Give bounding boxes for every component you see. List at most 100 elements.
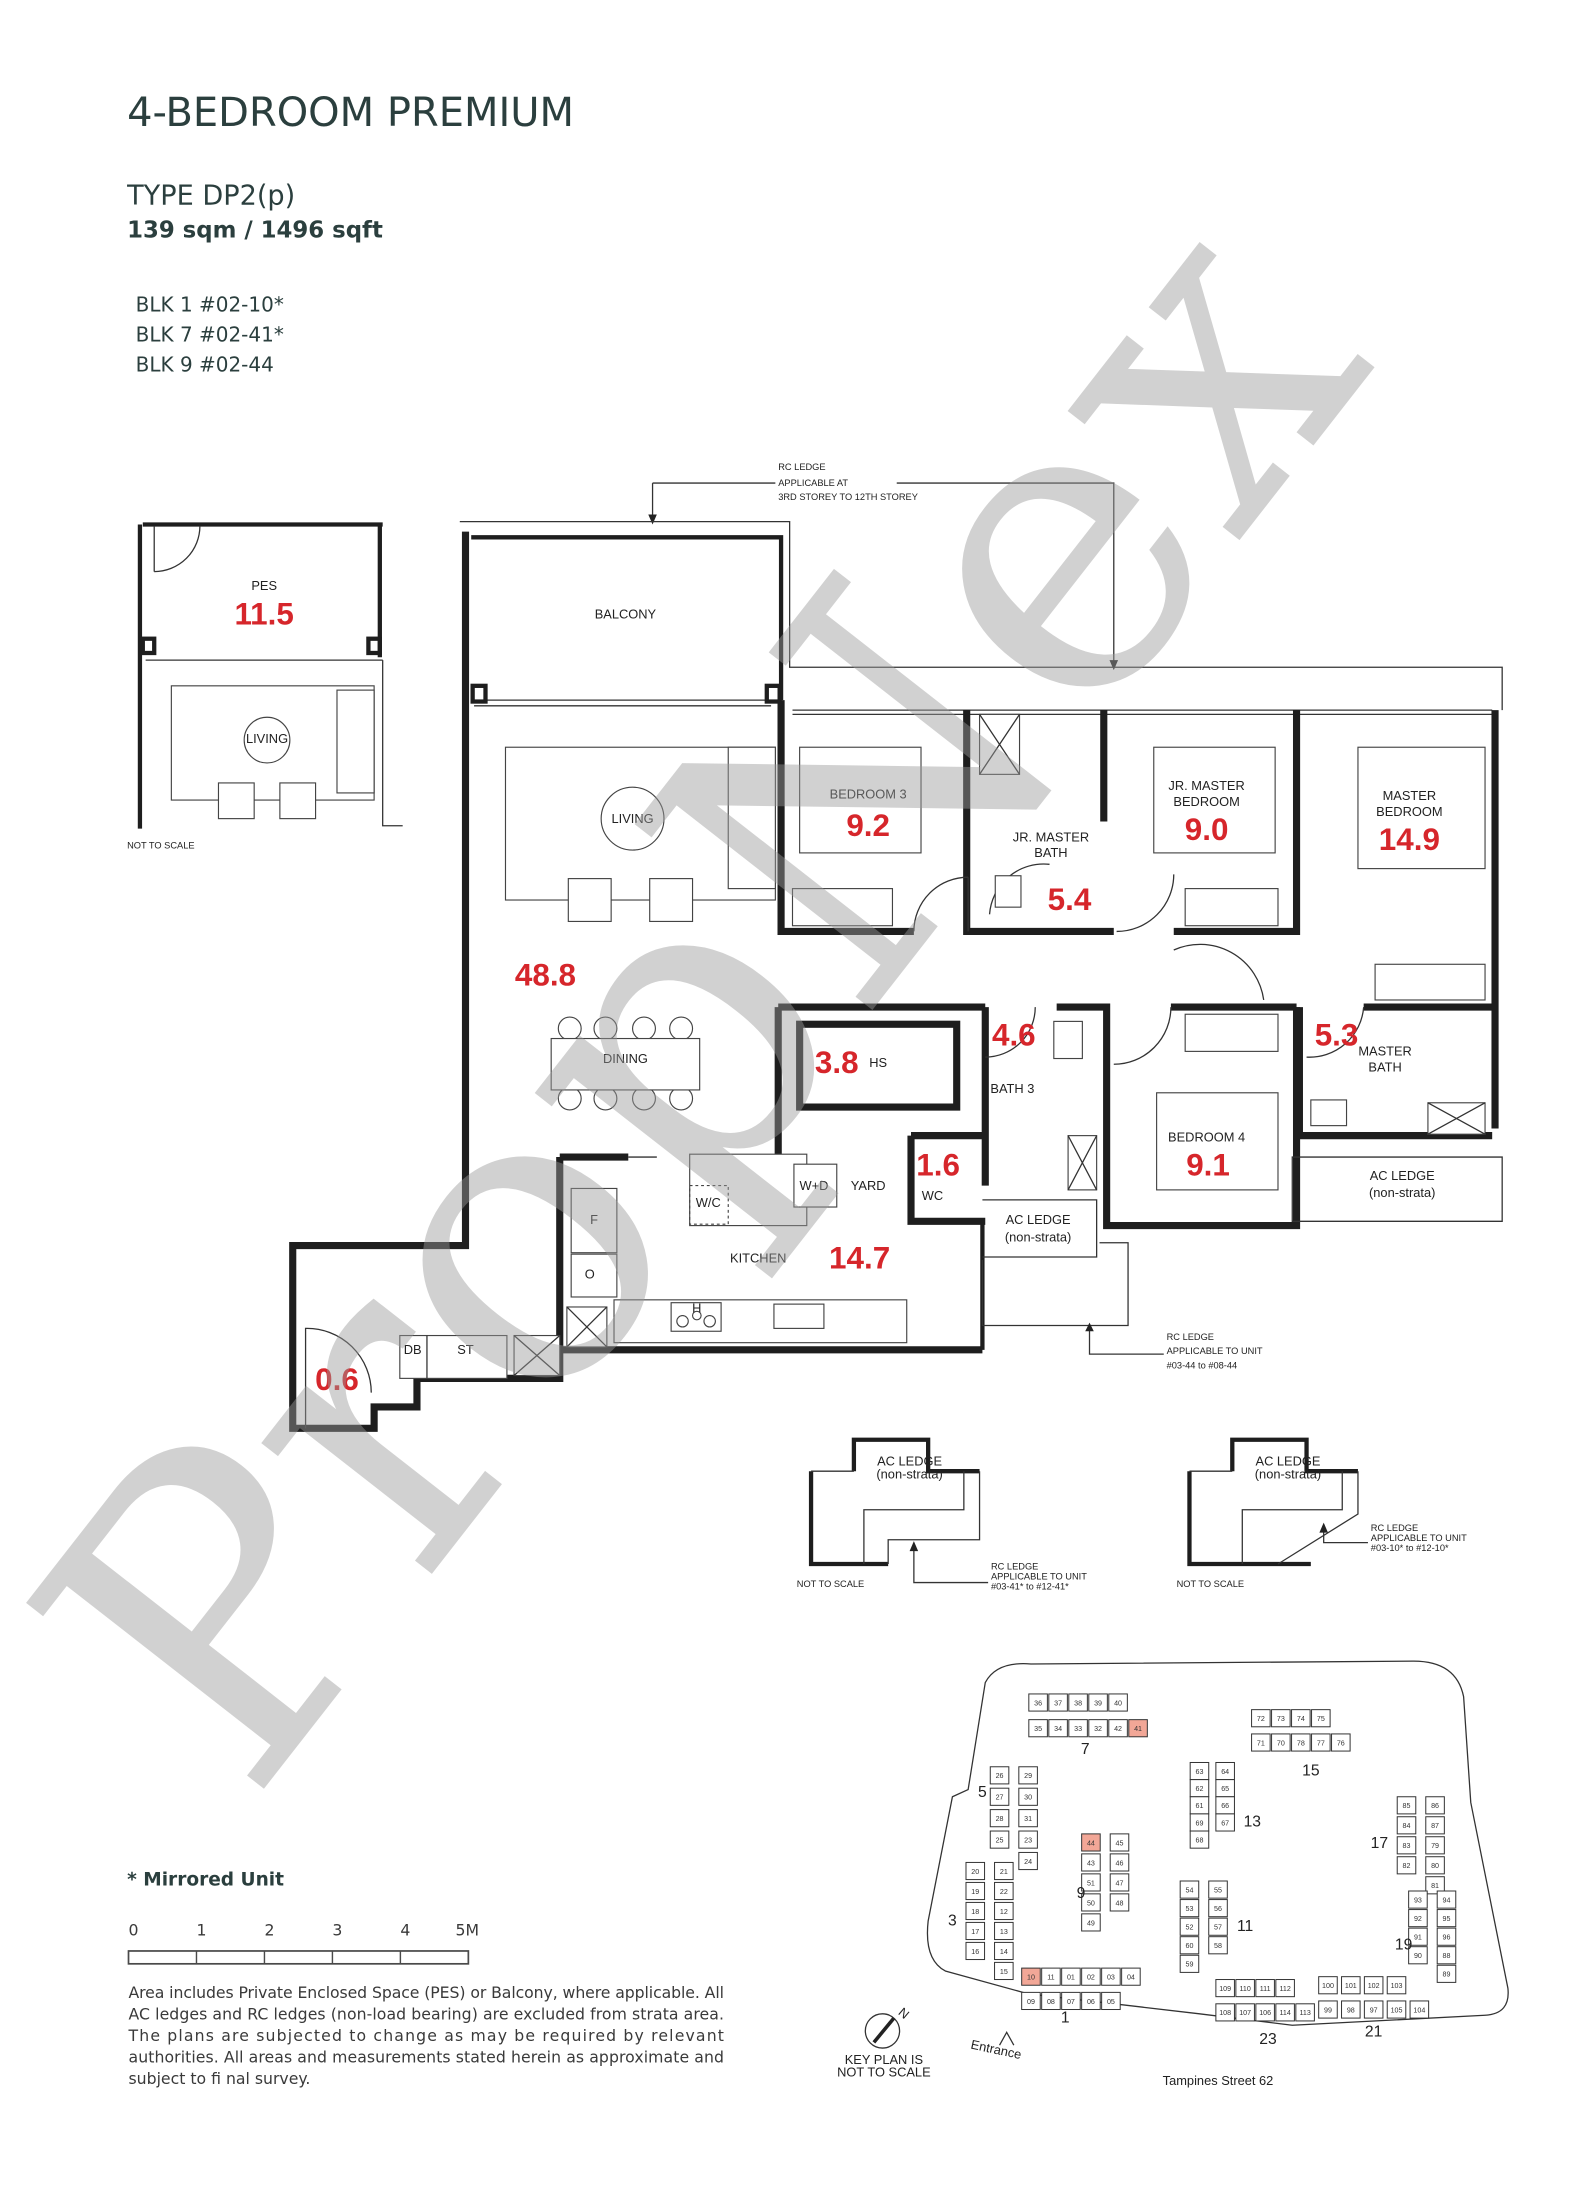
unit-number: 09 — [1027, 1998, 1035, 2006]
unit-outline — [1408, 1927, 1428, 1946]
unit-number: 27 — [996, 1794, 1004, 1802]
area-bath-3: 4.6 — [992, 1018, 1036, 1053]
block-number: 15 — [1302, 1762, 1320, 1779]
unit-outline — [1408, 1946, 1428, 1965]
unit-number: 82 — [1403, 1862, 1411, 1870]
unit-outline — [965, 1921, 986, 1941]
area-bedroom-4: 9.1 — [1186, 1148, 1230, 1183]
unit-number: 19 — [971, 1888, 979, 1896]
room-label-wc: WC — [922, 1188, 943, 1203]
unit-number: 107 — [1239, 2009, 1251, 2017]
unit-number: 75 — [1317, 1715, 1325, 1723]
unit-number: 96 — [1443, 1934, 1451, 1942]
unit-outline — [1396, 1796, 1417, 1815]
area-kitchen: 14.7 — [829, 1240, 890, 1275]
unit-outline — [965, 1861, 986, 1881]
room-label-bedroom-3: BEDROOM 3 — [830, 787, 907, 802]
unit-outline — [1386, 1976, 1407, 1995]
unit-number: 66 — [1221, 1802, 1229, 1810]
unit-outline — [1108, 1693, 1128, 1712]
unit-outline — [1088, 1719, 1108, 1738]
room-label-wd: W+D — [799, 1178, 828, 1193]
unit-outline — [1436, 1909, 1457, 1928]
unit-outline — [994, 1921, 1014, 1941]
unit-number: 63 — [1195, 1768, 1203, 1776]
unit-outline — [1081, 1991, 1101, 2011]
unit-number: 65 — [1221, 1785, 1229, 1793]
area-jr-master-bedroom: 9.0 — [1185, 812, 1229, 847]
unit-outline — [1068, 1719, 1088, 1738]
area-hs: 3.8 — [815, 1045, 859, 1080]
unit-number: 47 — [1116, 1879, 1124, 1887]
unit-number: 25 — [996, 1836, 1004, 1844]
unit-outline — [1018, 1830, 1038, 1849]
unit-number: 38 — [1074, 1699, 1082, 1707]
unit-number: 15 — [1000, 1968, 1008, 1976]
unit-number: 76 — [1337, 1739, 1345, 1747]
unit-number: 11 — [1047, 1974, 1054, 1982]
unit-type: TYPE DP2(p) — [126, 181, 295, 212]
unit-number: 46 — [1116, 1859, 1124, 1867]
unit-outline — [1208, 1936, 1228, 1955]
unit-outline — [1018, 1766, 1038, 1785]
unit-outline — [1396, 1816, 1417, 1835]
unit-outline — [1436, 1946, 1457, 1965]
unit-outline — [1109, 1833, 1130, 1852]
unit-number: 83 — [1403, 1842, 1411, 1850]
ac-ledge-label: AC LEDGE — [877, 1453, 942, 1468]
unit-number: 51 — [1087, 1879, 1095, 1887]
unit-outline — [1109, 1893, 1130, 1912]
rc-ledge-note: #03-10* to #12-10* — [1371, 1543, 1449, 1553]
unit-number: 89 — [1443, 1971, 1451, 1979]
unit-outline — [1291, 1733, 1311, 1752]
unit-outline — [1318, 1976, 1338, 1995]
room-label-kitchen: KITCHEN — [730, 1251, 786, 1266]
unit-outline — [965, 1901, 986, 1921]
unit-number: 45 — [1116, 1839, 1124, 1847]
rc-ledge-note: RC LEDGE — [991, 1562, 1038, 1572]
scale-label: 4 — [400, 1920, 410, 1939]
unit-list-item: BLK 1 #02-10* — [136, 293, 284, 317]
unit-outline — [1396, 1836, 1417, 1855]
unit-outline — [1436, 1890, 1457, 1909]
unit-number: 12 — [1000, 1908, 1008, 1916]
unit-outline — [1028, 1693, 1048, 1712]
unit-outline — [1109, 1873, 1130, 1892]
unit-outline — [1271, 1709, 1291, 1728]
unit-number: 06 — [1087, 1998, 1095, 2006]
unit-number: 40 — [1114, 1699, 1122, 1707]
unit-outline — [1041, 1967, 1061, 1986]
unit-outline — [1028, 1719, 1048, 1738]
unit-outline — [1061, 1991, 1081, 2011]
rc-ledge-unit-note: #03-44 to #08-44 — [1167, 1360, 1238, 1370]
room-label-jr-master-bedroom: BEDROOM — [1173, 794, 1239, 809]
fridge-label: F — [590, 1212, 598, 1227]
unit-outline — [1271, 1733, 1291, 1752]
unit-number: 49 — [1087, 1919, 1095, 1927]
unit-number: 111 — [1260, 1985, 1271, 1993]
unit-number: 02 — [1087, 1974, 1095, 1982]
highlighted-unit — [1081, 1833, 1101, 1852]
disclaimer-line: The plans are subjected to change as may… — [128, 2026, 724, 2045]
unit-number: 93 — [1414, 1896, 1422, 1904]
scale-label: 3 — [332, 1920, 342, 1939]
disclaimer-line: AC ledges and RC ledges (non-load bearin… — [129, 2005, 724, 2024]
unit-outline — [1386, 2000, 1407, 2019]
unit-outline — [994, 1941, 1014, 1961]
unit-number: 70 — [1277, 1739, 1285, 1747]
unit-outline — [1215, 2003, 1235, 2022]
unit-number: 54 — [1185, 1886, 1193, 1894]
unit-outline — [989, 1809, 1010, 1828]
unit-number: 08 — [1047, 1998, 1055, 2006]
unit-outline — [989, 1766, 1010, 1785]
unit-outline — [989, 1787, 1010, 1806]
unit-outline — [994, 1901, 1014, 1921]
unit-list-item: BLK 9 #02-44 — [136, 353, 274, 377]
room-label-jr-master-bath: BATH — [1034, 845, 1067, 860]
rc-ledge-note: 3RD STOREY TO 12TH STOREY — [778, 492, 918, 502]
hob-label: H — [692, 1301, 701, 1316]
unit-outline — [1109, 1853, 1130, 1872]
block-number: 21 — [1365, 2024, 1382, 2041]
